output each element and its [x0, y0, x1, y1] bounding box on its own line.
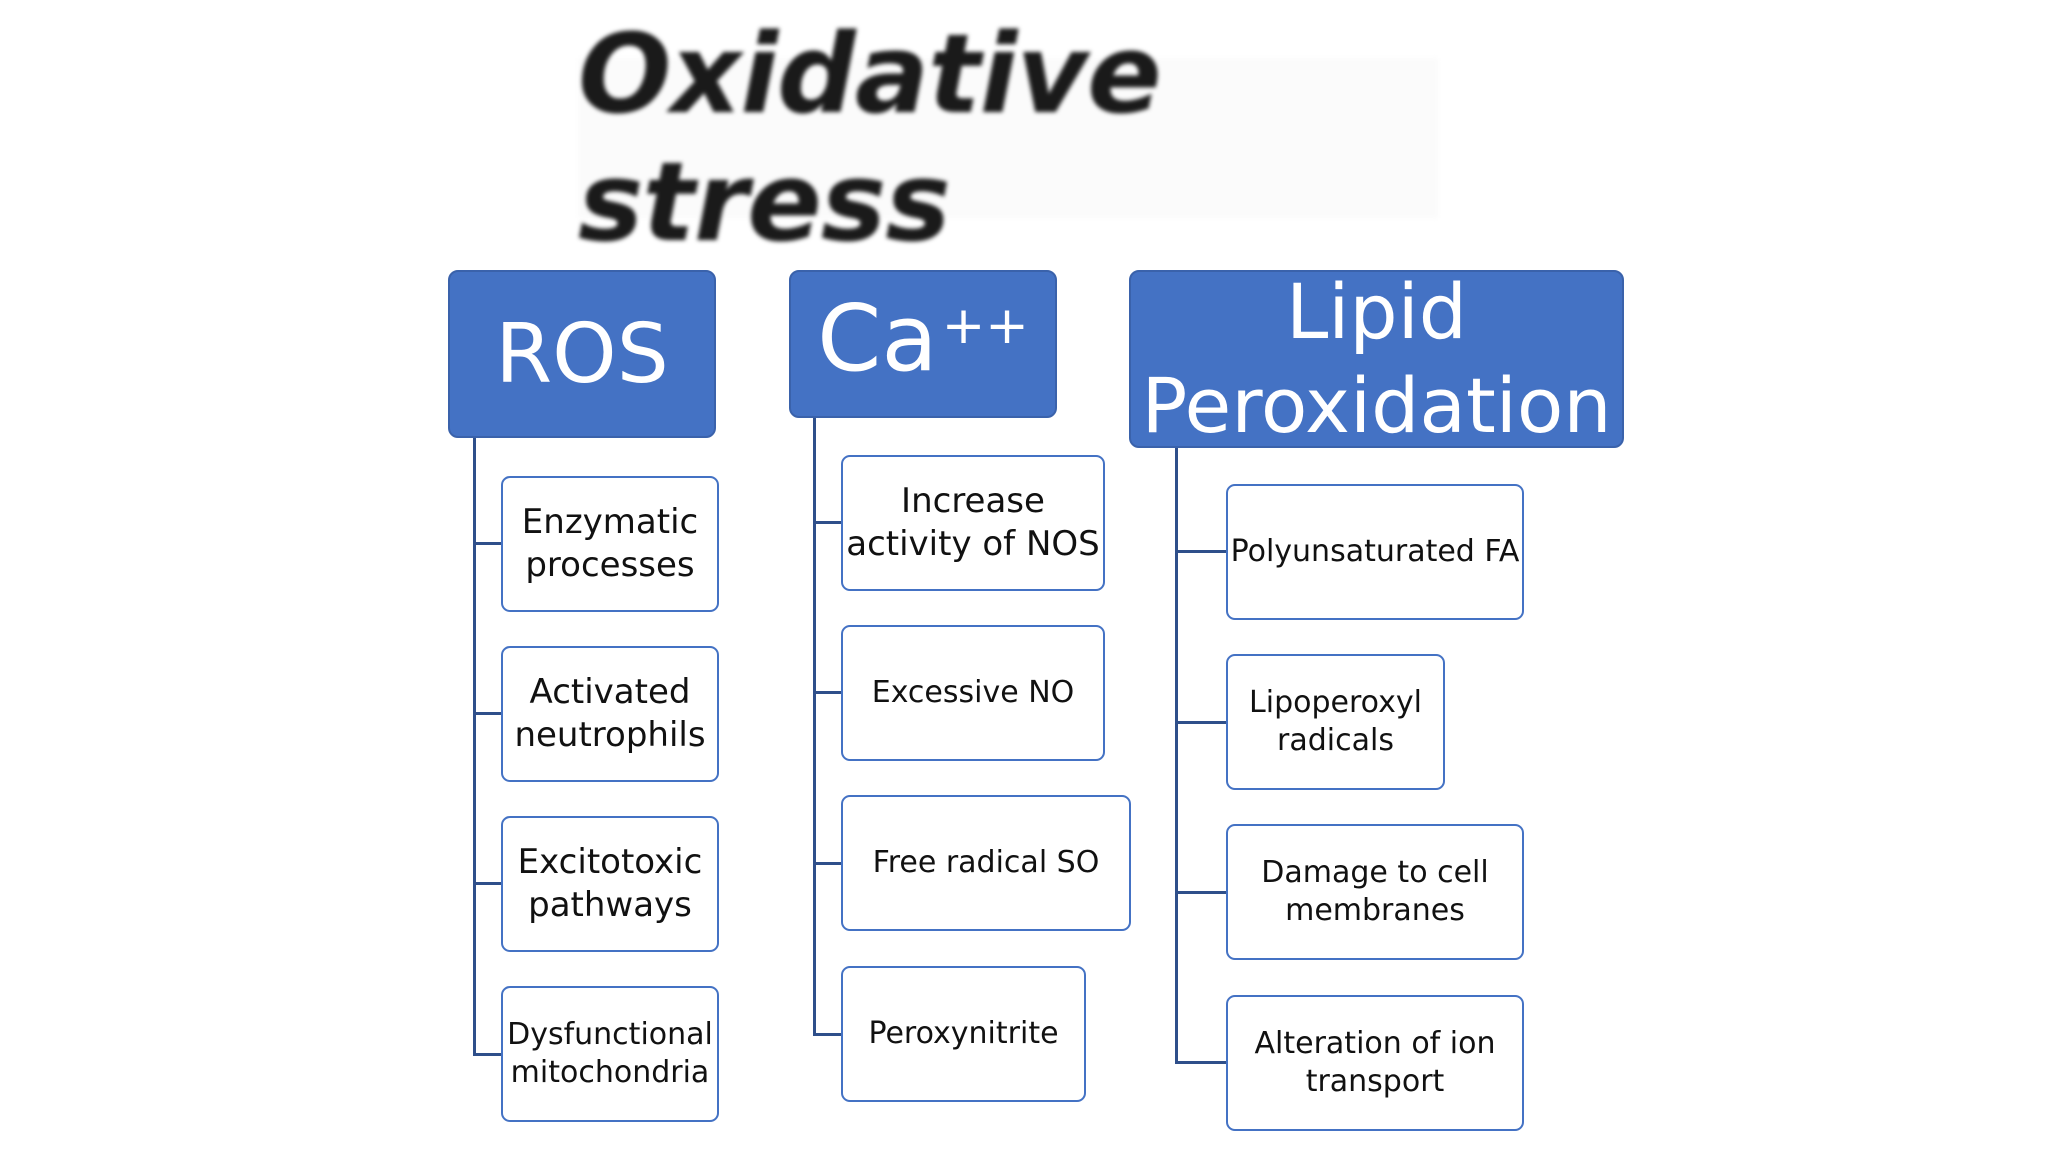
- connector-lipid-3: [1175, 891, 1228, 894]
- connector-lipid-vertical: [1175, 448, 1178, 1064]
- item-free-radical-so: Free radical SO: [841, 795, 1131, 931]
- header-lipid-peroxidation: Lipid Peroxidation: [1129, 267, 1624, 450]
- connector-ros-1: [473, 542, 503, 545]
- item-activated-neutrophils: Activated neutrophils: [501, 646, 719, 782]
- item-enzymatic-processes: Enzymatic processes: [501, 476, 719, 612]
- connector-ros-vertical: [473, 438, 476, 1056]
- item-excitotoxic-pathways: Excitotoxic pathways: [501, 816, 719, 952]
- header-ros: ROS: [448, 270, 716, 438]
- connector-ros-4: [473, 1053, 503, 1056]
- connector-lipid-4: [1175, 1061, 1228, 1064]
- connector-ros-3: [473, 882, 503, 885]
- item-dysfunctional-mitochondria: Dysfunctional mitochondria: [501, 986, 719, 1122]
- connector-ca-4: [813, 1033, 843, 1036]
- item-increase-activity-nos: Increase activity of NOS: [841, 455, 1105, 591]
- item-excessive-no: Excessive NO: [841, 625, 1105, 761]
- header-calcium: Ca++: [789, 270, 1057, 418]
- item-lipoperoxyl-radicals: Lipoperoxyl radicals: [1226, 654, 1445, 790]
- item-peroxynitrite: Peroxynitrite: [841, 966, 1086, 1102]
- connector-ca-3: [813, 862, 843, 865]
- item-alteration-ion-transport: Alteration of ion transport: [1226, 995, 1524, 1131]
- header-calcium-label: Ca: [817, 284, 938, 392]
- connector-lipid-1: [1175, 550, 1228, 553]
- connector-ca-vertical: [813, 418, 816, 1036]
- item-damage-cell-membranes: Damage to cell membranes: [1226, 824, 1524, 960]
- item-polyunsaturated-fa: Polyunsaturated FA: [1226, 484, 1524, 620]
- diagram-title: Oxidative stress: [578, 10, 1438, 266]
- connector-lipid-2: [1175, 721, 1228, 724]
- connector-ca-2: [813, 691, 843, 694]
- connector-ca-1: [813, 521, 843, 524]
- connector-ros-2: [473, 712, 503, 715]
